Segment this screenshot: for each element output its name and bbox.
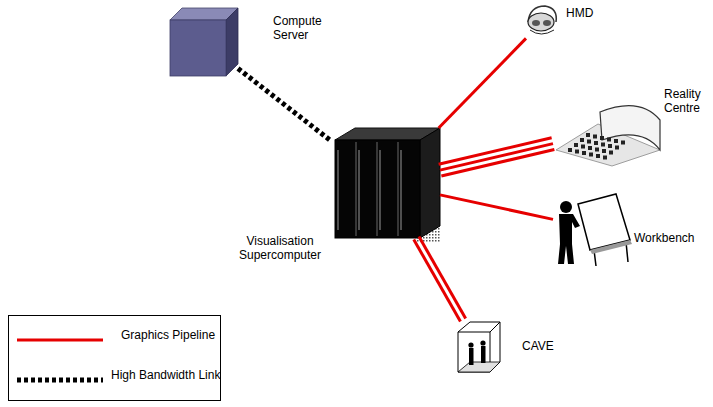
seat xyxy=(568,148,572,152)
node-label: Visualisation Supercomputer xyxy=(222,234,338,262)
seat xyxy=(621,141,625,145)
connector-line xyxy=(440,195,553,219)
workbench-node: Workbench xyxy=(553,188,633,268)
legend-entry: Graphics Pipeline xyxy=(15,326,215,346)
seat xyxy=(601,143,605,147)
legend-sample xyxy=(15,366,107,386)
seat xyxy=(607,138,611,142)
supercomputer-cabinet xyxy=(335,128,440,242)
graphics-pipeline xyxy=(439,38,526,128)
seat xyxy=(581,145,585,149)
connector-line xyxy=(440,144,553,170)
seat xyxy=(615,146,619,150)
server-cube xyxy=(170,8,238,76)
legend-entry: High Bandwidth Link xyxy=(15,366,215,386)
node-label: CAVE xyxy=(522,339,572,353)
legend-sample xyxy=(15,326,107,346)
graphics-pipeline xyxy=(414,237,466,322)
node-label: HMD xyxy=(566,6,616,20)
reality-centre-node: Reality Centre xyxy=(553,95,661,167)
connector-line xyxy=(441,149,554,175)
seat xyxy=(575,150,579,154)
hmd-headset xyxy=(528,6,556,34)
visualisation-supercomputer-node: Visualisation Supercomputer xyxy=(330,128,440,238)
seat xyxy=(596,154,600,158)
seat xyxy=(589,153,593,157)
seat xyxy=(593,135,597,139)
seat xyxy=(614,139,618,143)
node-label: Workbench xyxy=(634,231,710,245)
node-label: Compute Server xyxy=(273,14,335,42)
seat xyxy=(587,140,591,144)
seat xyxy=(602,149,606,153)
seat xyxy=(609,151,613,155)
legend-label: High Bandwidth Link xyxy=(111,368,220,382)
high-bandwidth-link xyxy=(238,68,330,140)
legend-label: Graphics Pipeline xyxy=(121,328,215,342)
hmd-node: HMD xyxy=(526,2,558,42)
seat xyxy=(574,143,578,147)
connector-line xyxy=(439,138,552,164)
seat xyxy=(600,136,604,140)
workbench-figure xyxy=(558,194,632,266)
seat xyxy=(594,141,598,145)
connector-line xyxy=(419,237,466,319)
legend-line-sample xyxy=(17,339,103,342)
seat xyxy=(603,156,607,160)
connector-line xyxy=(439,38,526,128)
compute-server-node: Compute Server xyxy=(170,8,238,76)
cave-room xyxy=(458,322,500,372)
graphics-pipeline xyxy=(440,195,553,219)
node-label: Reality Centre xyxy=(664,87,710,115)
legend-line-sample xyxy=(17,378,103,383)
seat xyxy=(582,151,586,155)
seat xyxy=(580,138,584,142)
seat xyxy=(586,133,590,137)
seat xyxy=(608,144,612,148)
seat xyxy=(595,148,599,152)
connector-line xyxy=(414,239,461,321)
graphics-pipeline xyxy=(439,138,555,176)
reality-centre-theatre xyxy=(556,106,660,166)
legend-box: Graphics PipelineHigh Bandwidth Link xyxy=(8,315,221,401)
seat xyxy=(588,146,592,150)
cave-node: CAVE xyxy=(455,320,503,376)
connector-line xyxy=(238,68,330,140)
